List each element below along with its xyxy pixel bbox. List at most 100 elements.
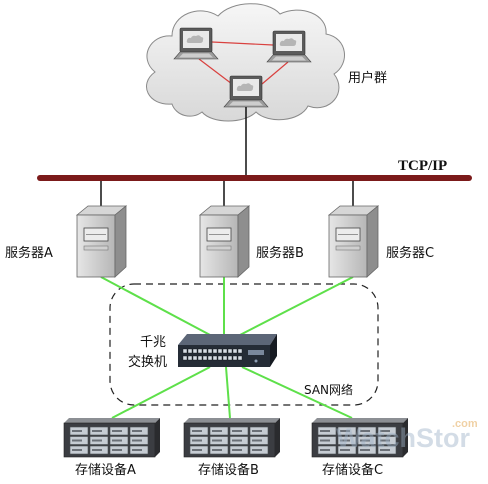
san-link: [241, 366, 353, 419]
switch-port: [237, 355, 243, 361]
drive-bay-handle: [192, 439, 202, 442]
lan-bus: [37, 175, 472, 181]
server-drops: [100, 181, 354, 210]
drive-bays: [189, 426, 269, 455]
switch-label-line2: 交换机: [128, 354, 167, 370]
drive-bay-handle: [360, 439, 370, 442]
switch-port: [197, 355, 203, 361]
drive-bay-handle: [132, 430, 142, 432]
server-front: [199, 214, 239, 278]
laptop-keyboard: [272, 56, 306, 61]
switch-port: [207, 355, 213, 361]
laptop-keyboard: [179, 53, 213, 58]
storage-device-c: [311, 418, 408, 458]
drive-bay-handle: [132, 449, 142, 451]
drive-bay-handle: [320, 439, 330, 442]
drive-bay-handle: [212, 449, 222, 451]
drive-bay-handle: [72, 439, 82, 442]
server-side: [114, 205, 127, 278]
drive-bay-handle: [192, 449, 202, 451]
drive-bay-handle: [212, 430, 222, 432]
drive-bays: [69, 426, 149, 455]
drive-bay-handle: [380, 449, 390, 451]
drive-bay-handle: [252, 439, 262, 442]
drive-bay-handle: [320, 430, 330, 432]
switch-port: [207, 348, 213, 354]
drive-bay-handle: [212, 439, 222, 442]
storage-top: [184, 418, 280, 423]
switch-port: [187, 355, 193, 361]
laptop-icon: [173, 27, 219, 60]
switch-port: [232, 355, 238, 361]
switch-ports: [182, 348, 243, 361]
switch-status-led: [254, 359, 258, 363]
san-link: [225, 366, 231, 419]
switch-port: [212, 355, 218, 361]
lan-protocol-label: TCP/IP: [398, 158, 447, 174]
server-b-label: 服务器B: [256, 245, 304, 261]
switch-label-plate: [248, 350, 264, 355]
san-links: [100, 276, 354, 419]
storage-side: [403, 418, 408, 457]
san-link: [111, 366, 211, 419]
storage-c-label: 存储设备C: [322, 462, 383, 478]
drive-bay-handle: [360, 449, 370, 451]
drive-bay-handle: [232, 449, 242, 451]
drive-bay-handle: [340, 439, 350, 442]
screen-cloud-icon: [186, 35, 204, 43]
switch-port: [182, 348, 188, 354]
storage-b-label: 存储设备B: [198, 462, 259, 478]
server-a-label: 服务器A: [5, 245, 53, 261]
server-panel: [206, 245, 232, 251]
storage-a-label: 存储设备A: [75, 462, 136, 478]
server-side: [366, 205, 379, 278]
drive-bay-handle: [380, 430, 390, 432]
drive-bay-handle: [112, 439, 122, 442]
drive-bay-handle: [72, 430, 82, 432]
server-a: [75, 205, 128, 278]
screen-cloud-icon: [236, 83, 254, 91]
storage-side: [275, 418, 280, 457]
drive-bay-handle: [92, 439, 102, 442]
san-link: [100, 276, 213, 337]
switch-top: [178, 334, 277, 345]
screen-cloud-icon: [279, 38, 297, 46]
laptop-keyboard: [229, 101, 263, 106]
switch-port: [217, 348, 223, 354]
switch-port: [192, 348, 198, 354]
storage-top: [312, 418, 408, 423]
user-links: [198, 41, 289, 85]
server-b: [198, 205, 251, 278]
switch-port: [227, 348, 233, 354]
user-link: [261, 61, 289, 85]
drive-bay-handle: [92, 449, 102, 451]
switch-port: [232, 348, 238, 354]
san-label: SAN网络: [304, 382, 353, 397]
user-link: [211, 41, 274, 46]
watermark-text: WatchStor: [336, 423, 470, 453]
switch-port: [222, 355, 228, 361]
storage-device-b: [183, 418, 280, 458]
switch-side: [270, 334, 277, 367]
switch-port: [202, 348, 208, 354]
switch-port: [222, 348, 228, 354]
storage-side: [155, 418, 160, 457]
user-link: [198, 58, 233, 85]
drive-bay-handle: [360, 430, 370, 432]
switch-port: [237, 348, 243, 354]
laptop-icon: [223, 75, 269, 108]
drive-bay-handle: [340, 449, 350, 451]
user-group-label: 用户群: [348, 70, 387, 86]
drive-bay-handle: [232, 430, 242, 432]
drive-bay-handle: [132, 439, 142, 442]
server-panel: [83, 245, 109, 251]
server-c: [327, 205, 380, 278]
drive-bay-handle: [252, 449, 262, 451]
switch-port: [182, 355, 188, 361]
switch-port: [202, 355, 208, 361]
drive-bay-handle: [232, 439, 242, 442]
drive-bay-handle: [192, 430, 202, 432]
watermark-suffix: .com: [452, 418, 478, 430]
drive-bay-handle: [92, 430, 102, 432]
san-boundary: [109, 283, 379, 406]
